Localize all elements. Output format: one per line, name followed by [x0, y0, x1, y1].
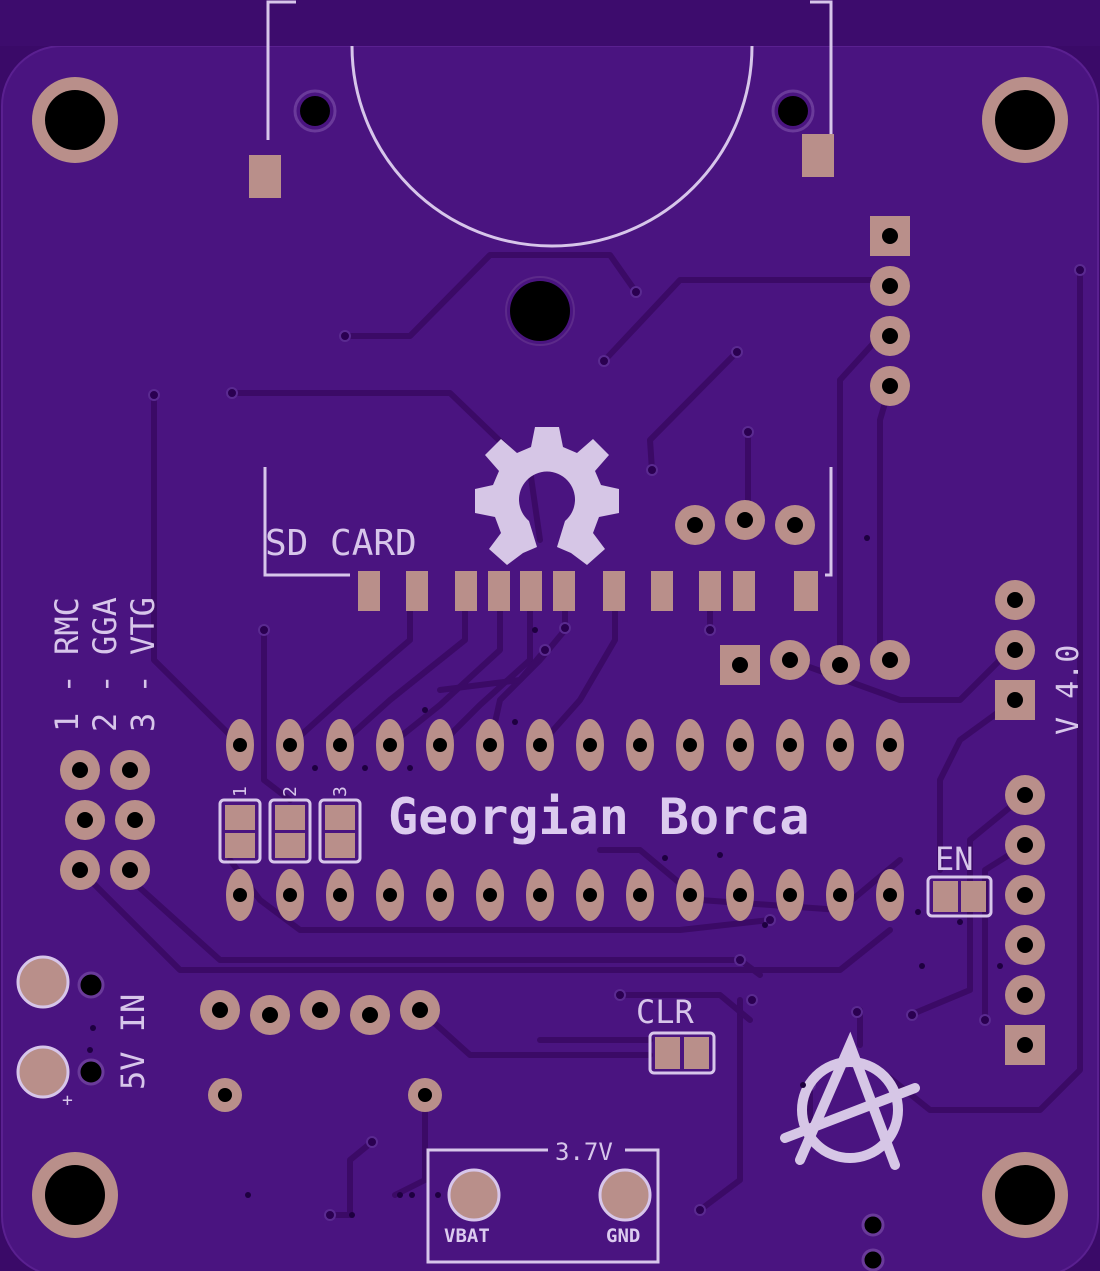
mcu-pad-hole	[333, 888, 347, 902]
mcu-pad-hole	[783, 738, 797, 752]
microcontroller-pads[interactable]	[226, 719, 904, 921]
power-input-pads[interactable]	[16, 955, 105, 1099]
battery-gnd-label: GND	[606, 1225, 640, 1247]
board-outline	[1, 45, 1099, 1271]
mcu-pad-hole	[633, 888, 647, 902]
power-input-label: 5V IN	[114, 994, 152, 1090]
author-name: Georgian Borca	[388, 788, 809, 846]
mode-option-2: 2 - GGA	[86, 597, 124, 732]
mcu-pad-hole	[483, 738, 497, 752]
header-5pin[interactable]	[200, 990, 440, 1035]
mcu-pad-hole	[883, 888, 897, 902]
battery-connector	[426, 1148, 660, 1264]
open-hardware-gear-icon	[475, 427, 619, 565]
clear-jumper-label: CLR	[636, 993, 695, 1031]
enable-jumper-label: EN	[935, 840, 974, 878]
plus-marker: +	[62, 1090, 73, 1111]
mcu-pad-hole	[433, 738, 447, 752]
jumper-number-1: 1	[230, 786, 251, 797]
mode-jumpers[interactable]	[218, 798, 362, 864]
mcu-pad-hole	[433, 888, 447, 902]
mcu-pad-hole	[733, 888, 747, 902]
mcu-pad-hole	[683, 888, 697, 902]
jumper-number-2: 2	[280, 786, 301, 797]
mcu-pad-hole	[883, 738, 897, 752]
mcu-pad-hole	[383, 888, 397, 902]
mcu-pad-hole	[583, 738, 597, 752]
mcu-pad-hole	[483, 888, 497, 902]
battery-vbat-label: VBAT	[444, 1225, 490, 1247]
mcu-pad-hole	[533, 888, 547, 902]
mcu-pad-hole	[733, 738, 747, 752]
anarchy-symbol-icon	[780, 1031, 920, 1170]
clear-jumper[interactable]	[648, 1031, 716, 1075]
mode-option-3: 3 - VTG	[124, 597, 162, 732]
version-label: V 4.0	[1051, 645, 1086, 735]
mode-option-1: 1 - RMC	[48, 597, 86, 732]
mcu-pad-hole	[833, 738, 847, 752]
mcu-pad-hole	[333, 738, 347, 752]
coin-cell-holder	[266, 0, 833, 248]
sd-card-pads	[358, 571, 818, 611]
header-3pin[interactable]	[995, 580, 1035, 720]
mcu-pad-hole	[583, 888, 597, 902]
header-4pin[interactable]	[870, 216, 910, 406]
mcu-pad-hole	[833, 888, 847, 902]
battery-voltage-label: 3.7V	[555, 1138, 613, 1166]
mcu-pad-hole	[633, 738, 647, 752]
battery-pads[interactable]	[447, 1168, 652, 1222]
mounting-holes	[32, 77, 1068, 1238]
mcu-pad-hole	[233, 888, 247, 902]
mcu-pad-hole	[283, 888, 297, 902]
sd-card-label: SD CARD	[265, 523, 417, 564]
test-pads[interactable]	[208, 1078, 442, 1112]
sd-card-outline	[263, 467, 833, 577]
mcu-pad-hole	[683, 738, 697, 752]
jumper-number-3: 3	[330, 786, 351, 797]
mcu-pad-hole	[533, 738, 547, 752]
mcu-pad-hole	[383, 738, 397, 752]
header-6pin[interactable]	[1005, 775, 1045, 1065]
enable-jumper[interactable]	[926, 875, 993, 918]
mcu-pad-hole	[233, 738, 247, 752]
mcu-pad-hole	[783, 888, 797, 902]
vias	[148, 264, 1086, 1221]
mcu-pad-hole	[283, 738, 297, 752]
